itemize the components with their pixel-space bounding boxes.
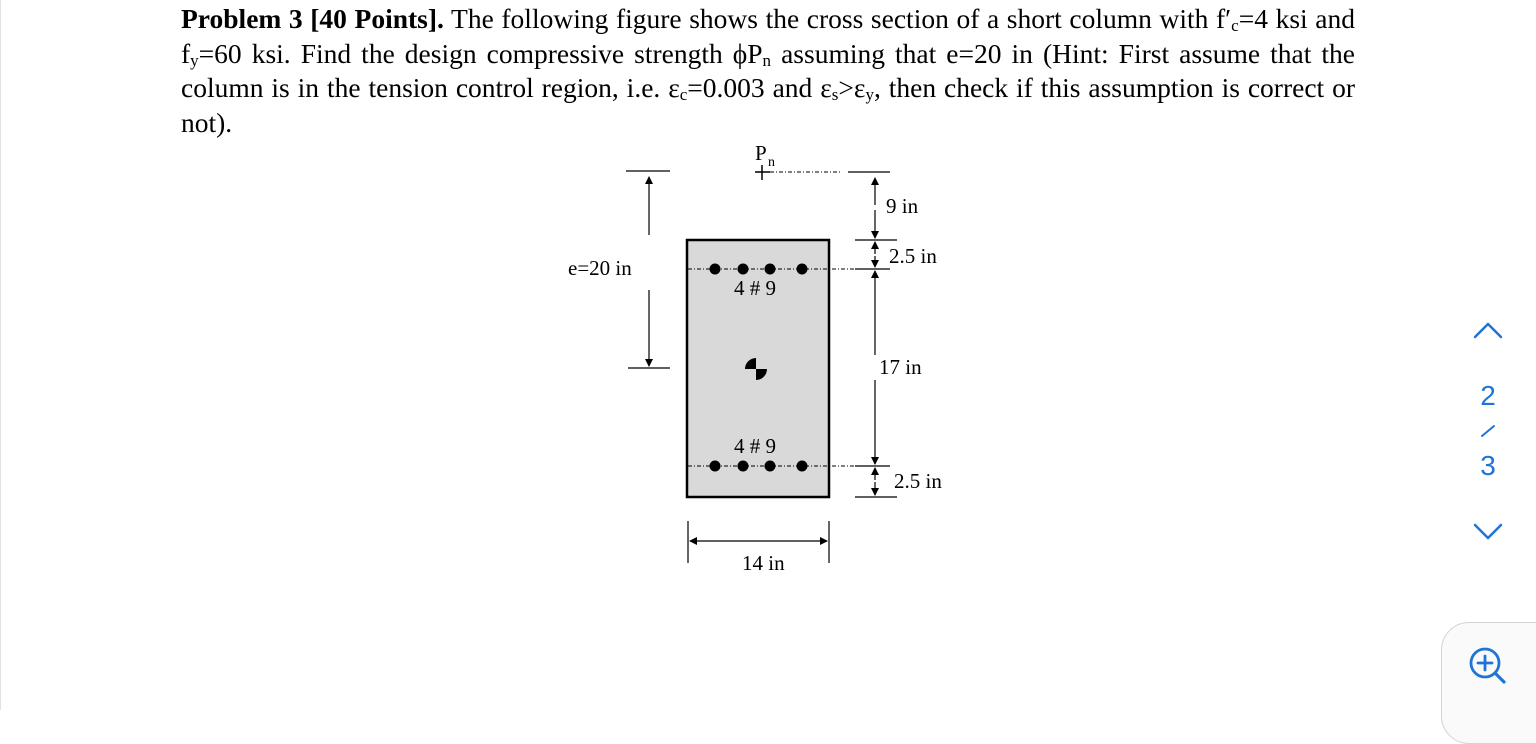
zoom-in-button[interactable] — [1466, 644, 1510, 688]
rebar — [796, 460, 808, 472]
load-label: P — [755, 141, 767, 165]
problem-text-part: , then check if this assumption is corre… — [181, 72, 1355, 138]
dim-top-label: 9 in — [886, 194, 919, 218]
rebar — [737, 263, 749, 275]
problem-text-part: =4 ksi and f — [181, 3, 1355, 69]
zoom-in-icon — [1469, 647, 1506, 684]
bottom-bars-label: 4 # 9 — [734, 434, 776, 458]
subscript: c — [679, 85, 688, 104]
top-bars-label: 4 # 9 — [734, 276, 776, 300]
problem-text-part: The following figure shows the cross sec… — [443, 3, 1232, 34]
subscript: n — [762, 50, 772, 70]
total-pages: 3 — [1480, 450, 1496, 481]
rebar — [709, 460, 721, 472]
subscript: s — [831, 85, 839, 104]
rebar — [709, 263, 721, 275]
subscript: y — [190, 50, 199, 70]
current-page: 2 — [1480, 380, 1496, 411]
problem-heading: Problem 3 [40 Points]. — [181, 3, 444, 34]
problem-text-part: =60 ksi. Find the design compressive str… — [198, 37, 763, 69]
chevron-up-icon — [1473, 322, 1503, 339]
page-edge — [0, 0, 1, 710]
column-section — [685, 238, 831, 499]
column-cross-section-figure: P n e=20 in 4 # 9 4 # 9 9 in 2.5 in 17 i… — [568, 141, 942, 575]
subscript: c — [1231, 16, 1239, 35]
dim-cover-bottom-label: 2.5 in — [894, 469, 942, 493]
load-point-marker — [755, 165, 770, 180]
page-separator-slash — [1481, 425, 1495, 437]
problem-text-part: assuming that e=20 in (Hint: First assum… — [181, 37, 1355, 104]
chevron-down-icon — [1473, 523, 1503, 540]
rebar — [764, 263, 776, 275]
page-indicator: 2 / 3 — [1466, 380, 1510, 481]
right-dimension-chain — [848, 171, 897, 498]
problem-statement: Problem 3 [40 Points]. The following fig… — [181, 2, 1355, 140]
subscript: y — [865, 85, 874, 104]
next-page-button[interactable] — [1468, 514, 1508, 550]
dim-middle-label: 17 in — [879, 355, 922, 379]
previous-page-button[interactable] — [1468, 312, 1508, 348]
eccentricity-label: e=20 in — [568, 256, 632, 280]
rebar — [737, 460, 749, 472]
dim-width-label: 14 in — [742, 551, 785, 575]
load-label-subscript: n — [768, 155, 775, 170]
rebar — [764, 460, 776, 472]
dim-cover-top-label: 2.5 in — [889, 244, 937, 268]
centroid-symbol — [745, 358, 767, 380]
problem-text-part: =0.003 and ε — [687, 72, 832, 103]
problem-text-part: >ε — [838, 72, 866, 103]
rebar — [796, 263, 808, 275]
